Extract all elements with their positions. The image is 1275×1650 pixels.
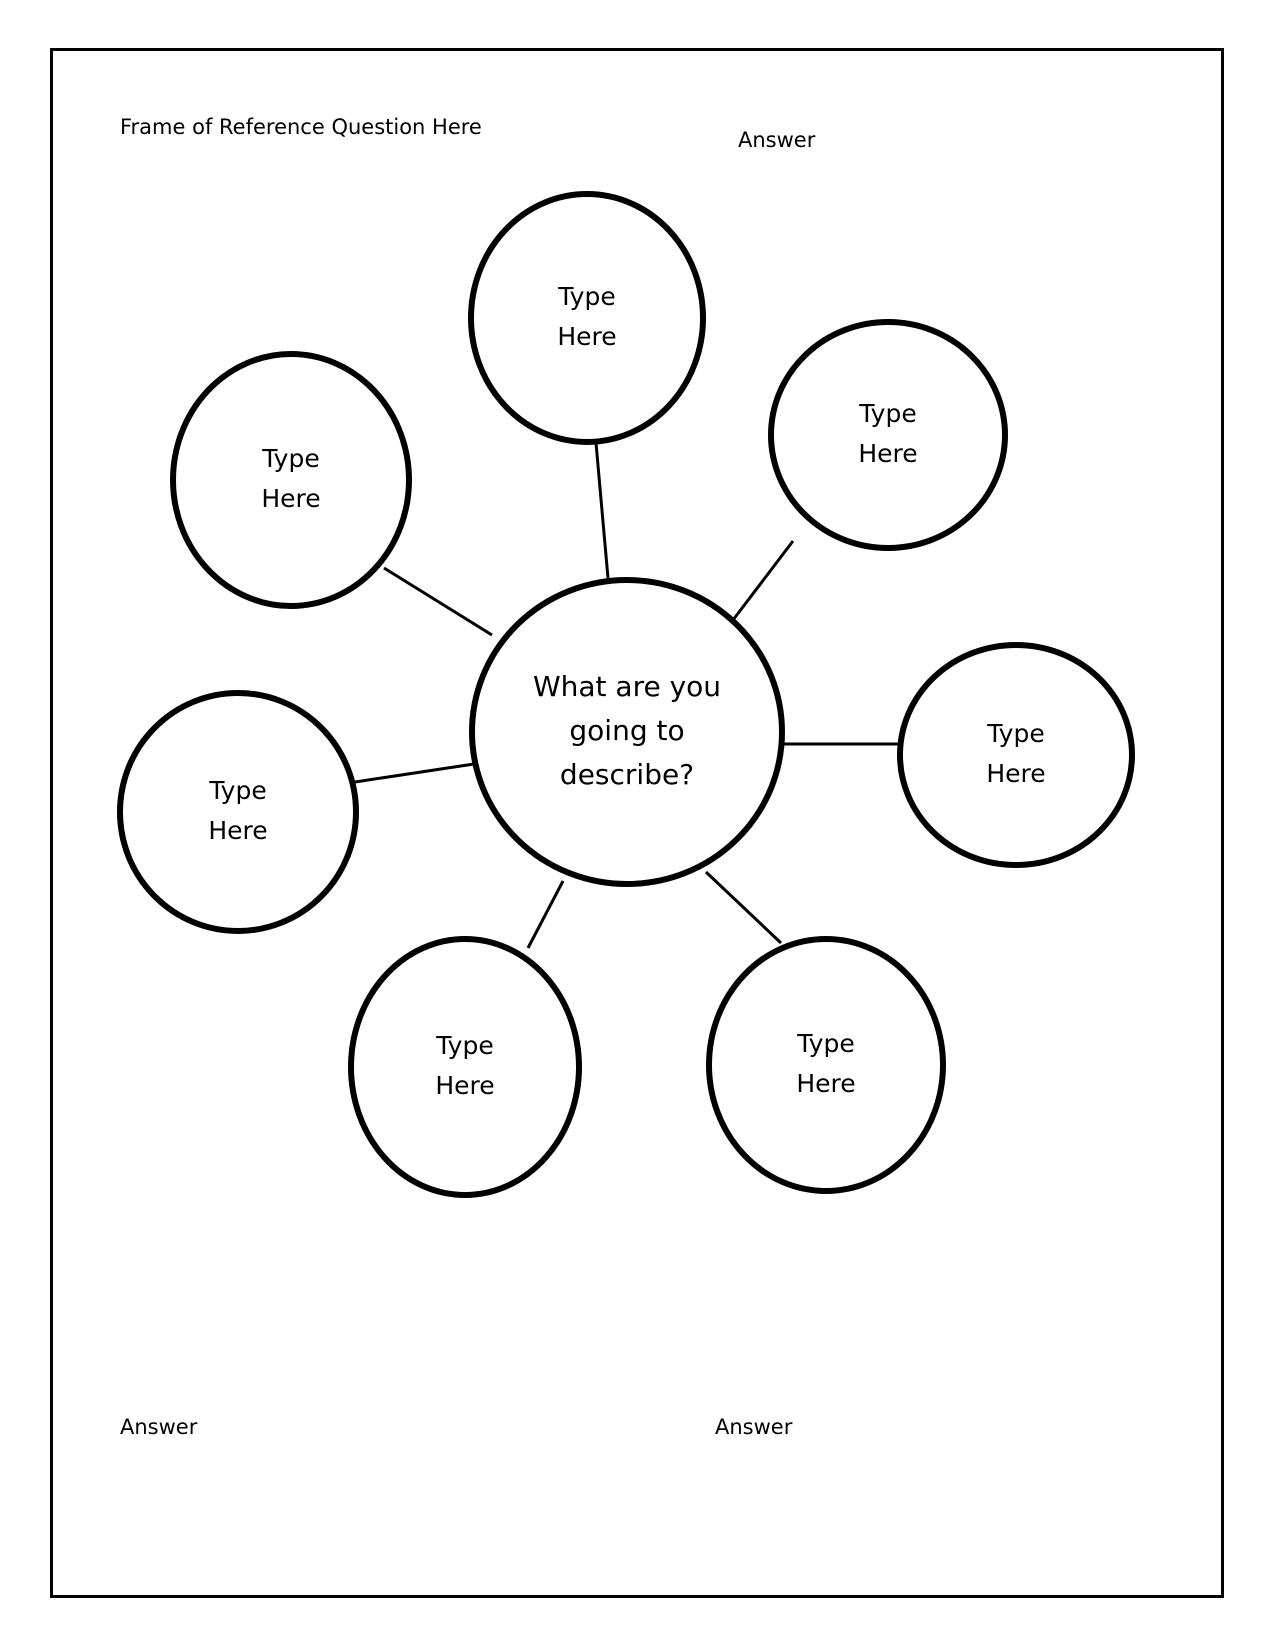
node-left-shape[interactable] <box>117 690 359 934</box>
center-bubble-shape[interactable] <box>469 577 785 887</box>
node-top-shape[interactable] <box>468 191 706 445</box>
answer-label-bottom-left: Answer <box>120 1415 198 1439</box>
node-bottom-left-shape[interactable] <box>348 936 582 1198</box>
connector-line <box>383 566 493 637</box>
connector-line <box>526 880 565 949</box>
connector-line-group <box>354 442 899 949</box>
connector-line <box>704 870 783 945</box>
node-right-shape[interactable] <box>897 642 1135 868</box>
node-bottom-right-shape[interactable] <box>706 936 946 1194</box>
connector-line <box>354 762 475 784</box>
node-top-right-shape[interactable] <box>768 319 1008 551</box>
connector-line <box>731 540 795 621</box>
node-top-left-shape[interactable] <box>170 351 412 609</box>
answer-label-bottom-right: Answer <box>715 1415 793 1439</box>
frame-of-reference-question-label: Frame of Reference Question Here <box>120 115 482 139</box>
answer-label-top-right: Answer <box>738 128 816 152</box>
connector-line <box>594 442 610 579</box>
page-border-frame <box>50 48 1224 1598</box>
